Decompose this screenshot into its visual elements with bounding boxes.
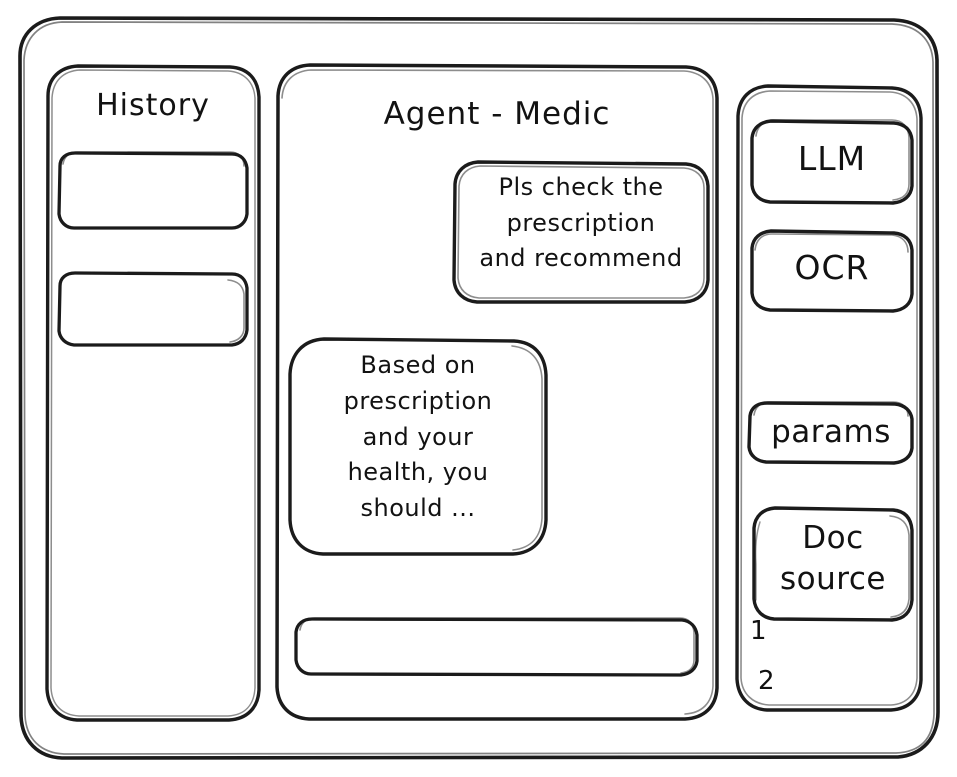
tool-button-params-label: params — [771, 414, 891, 450]
doc-source-item[interactable]: 2 — [758, 666, 775, 696]
message-input[interactable] — [292, 616, 700, 678]
tool-button-llm-label: LLM — [797, 139, 867, 178]
tool-button-ocr-label: OCR — [794, 248, 870, 287]
doc-source-item[interactable]: 1 — [750, 616, 767, 646]
chat-message-user-text: Pls check the prescription and recommend — [479, 173, 683, 273]
agent-panel-title: Agent - Medic — [383, 96, 611, 132]
history-item[interactable] — [56, 150, 250, 232]
tool-button-doc-source-label: Doc source — [780, 520, 886, 598]
chat-message-assistant-text: Based on prescription and your health, y… — [343, 351, 493, 522]
history-item[interactable] — [56, 270, 250, 348]
history-panel-title: History — [96, 88, 210, 123]
